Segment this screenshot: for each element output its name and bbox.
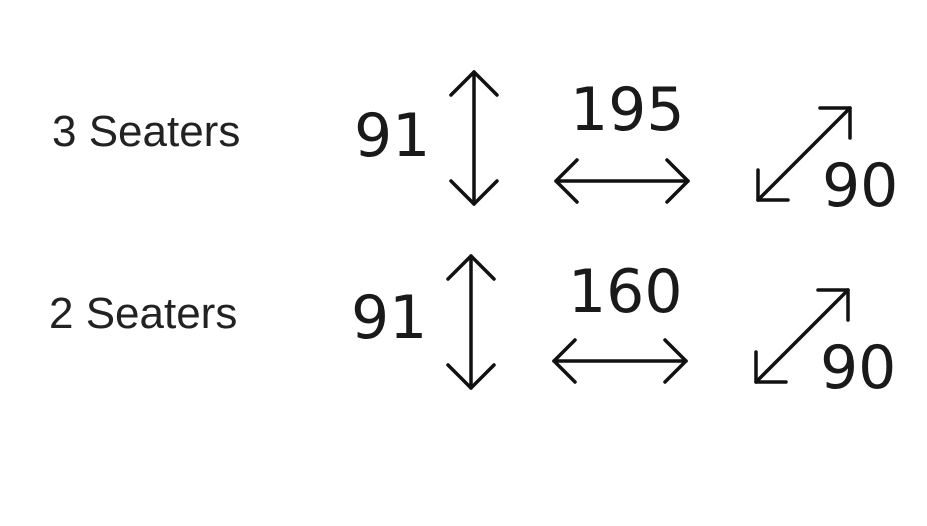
three-seater-row: 3 Seaters 91 195 90 xyxy=(0,66,927,226)
two-seater-label: 2 Seaters xyxy=(49,289,238,338)
height-arrow-icon xyxy=(449,70,499,206)
three-seater-height-value: 91 xyxy=(354,101,431,171)
two-seater-width-value: 160 xyxy=(568,257,683,327)
three-seater-label: 3 Seaters xyxy=(52,107,241,156)
two-seater-depth-value: 90 xyxy=(820,333,897,403)
two-seater-height-value: 91 xyxy=(351,283,428,353)
three-seater-width-value: 195 xyxy=(570,75,685,145)
depth-arrow-icon xyxy=(756,106,852,202)
two-seater-row: 2 Seaters 91 160 90 xyxy=(0,248,927,408)
three-seater-depth-value: 90 xyxy=(822,151,899,221)
height-arrow-icon xyxy=(446,254,496,390)
width-arrow-icon xyxy=(552,338,688,384)
depth-arrow-icon xyxy=(754,288,850,384)
width-arrow-icon xyxy=(554,158,690,204)
